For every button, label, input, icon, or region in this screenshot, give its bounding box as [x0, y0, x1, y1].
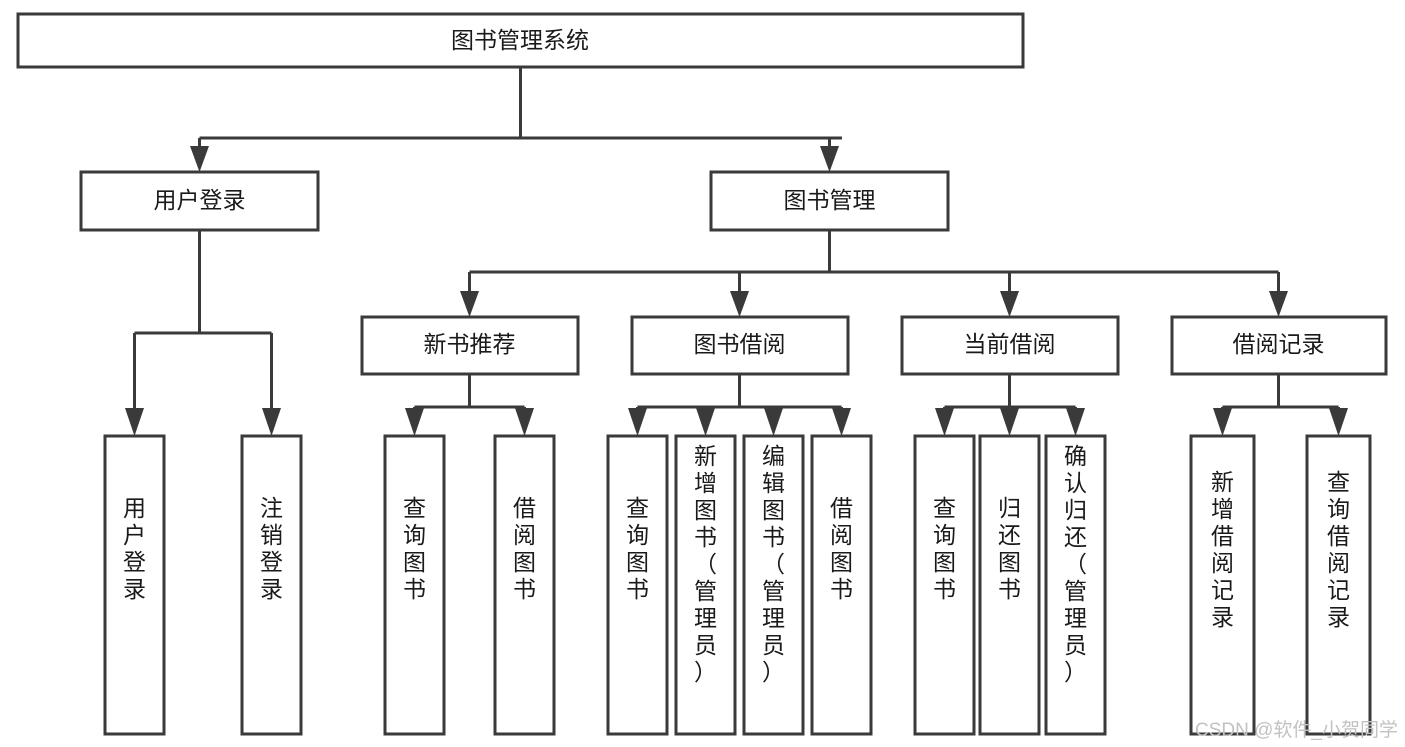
- node-book-manage-box[interactable]: [709, 170, 950, 232]
- arrowhead-new-book-rec: [460, 291, 479, 317]
- node-leaf-borrow-book-2-box[interactable]: [810, 434, 873, 736]
- node-leaf-add-record-box[interactable]: [1189, 434, 1256, 736]
- node-new-book-rec-label: 新书推荐: [424, 331, 516, 357]
- node-leaf-add-record-label: 新增借阅记录: [1211, 469, 1234, 630]
- node-current-borrow-box[interactable]: [900, 315, 1120, 376]
- node-leaf-query-book-1-label: 查询图书: [403, 495, 426, 602]
- node-leaf-return-book-box[interactable]: [978, 434, 1041, 736]
- node-book-manage-label: 图书管理: [784, 187, 876, 213]
- node-leaf-edit-book[interactable]: 编辑图书（管理员）: [742, 434, 805, 736]
- node-leaf-add-book-label: 新增图书（管理员）: [694, 443, 717, 685]
- node-leaf-borrow-book-1[interactable]: 借阅图书: [493, 434, 556, 736]
- node-leaf-add-record[interactable]: 新增借阅记录: [1189, 434, 1256, 736]
- node-leaf-return-book[interactable]: 归还图书: [978, 434, 1041, 736]
- node-leaf-query-book-1[interactable]: 查询图书: [383, 434, 446, 736]
- arrowhead-leaf-add-record: [1213, 408, 1232, 436]
- node-current-borrow-label: 当前借阅: [964, 331, 1056, 357]
- node-current-borrow[interactable]: 当前借阅: [900, 315, 1120, 376]
- node-leaf-borrow-book-1-label: 借阅图书: [513, 495, 536, 602]
- node-leaf-query-book-3[interactable]: 查询图书: [913, 434, 976, 736]
- arrowhead-current-borrow: [1000, 291, 1019, 317]
- node-leaf-add-book-box[interactable]: [674, 434, 737, 736]
- arrowhead-leaf-confirm-return: [1066, 408, 1085, 436]
- node-leaf-query-book-2-label: 查询图书: [626, 495, 649, 602]
- arrowhead-book-manage: [820, 146, 839, 172]
- arrowhead-leaf-borrow-book-1: [515, 408, 534, 436]
- node-leaf-user-login-box[interactable]: [103, 434, 166, 736]
- arrowhead-leaf-edit-book: [764, 408, 783, 436]
- node-leaf-query-record[interactable]: 查询借阅记录: [1305, 434, 1372, 736]
- node-user-login-box[interactable]: [79, 170, 320, 232]
- node-leaf-query-book-3-label: 查询图书: [933, 495, 956, 602]
- node-leaf-edit-book-label: 编辑图书（管理员）: [762, 443, 785, 685]
- arrowhead-leaf-logout: [262, 408, 281, 436]
- node-book-borrow-box[interactable]: [630, 315, 850, 376]
- node-leaf-user-login-label: 用户登录: [123, 495, 146, 602]
- node-leaf-logout-label: 注销登录: [260, 495, 283, 602]
- arrowhead-user-login: [190, 146, 209, 172]
- node-user-login[interactable]: 用户登录: [79, 170, 320, 232]
- node-leaf-add-book[interactable]: 新增图书（管理员）: [674, 434, 737, 736]
- node-leaf-borrow-book-2-label: 借阅图书: [830, 495, 853, 602]
- arrowhead-leaf-add-book: [696, 408, 715, 436]
- node-leaf-user-login[interactable]: 用户登录: [103, 434, 166, 736]
- node-leaf-query-book-2[interactable]: 查询图书: [606, 434, 669, 736]
- watermark: CSDN @软件_小贺同学: [1195, 719, 1398, 741]
- node-book-borrow-label: 图书借阅: [694, 331, 786, 357]
- node-borrow-record-label: 借阅记录: [1233, 331, 1325, 357]
- node-book-borrow[interactable]: 图书借阅: [630, 315, 850, 376]
- node-leaf-logout[interactable]: 注销登录: [240, 434, 303, 736]
- arrowhead-leaf-query-book-2: [628, 408, 647, 436]
- node-book-manage[interactable]: 图书管理: [709, 170, 950, 232]
- arrowhead-leaf-query-book-3: [935, 408, 954, 436]
- node-leaf-logout-box[interactable]: [240, 434, 303, 736]
- node-root[interactable]: 图书管理系统: [16, 12, 1025, 69]
- arrowhead-borrow-record: [1269, 291, 1288, 317]
- arrowhead-leaf-borrow-book-2: [832, 408, 851, 436]
- arrowhead-book-borrow: [730, 291, 749, 317]
- node-leaf-query-book-3-box[interactable]: [913, 434, 976, 736]
- node-user-login-label: 用户登录: [154, 187, 246, 213]
- node-root-label: 图书管理系统: [451, 27, 589, 53]
- arrowhead-leaf-query-record: [1329, 408, 1348, 436]
- node-borrow-record-box[interactable]: [1170, 315, 1388, 376]
- node-leaf-borrow-book-1-box[interactable]: [493, 434, 556, 736]
- node-leaf-borrow-book-2[interactable]: 借阅图书: [810, 434, 873, 736]
- node-new-book-rec[interactable]: 新书推荐: [360, 315, 580, 376]
- node-leaf-edit-book-box[interactable]: [742, 434, 805, 736]
- node-root-box[interactable]: [16, 12, 1025, 69]
- arrowhead-leaf-return-book: [1000, 408, 1019, 436]
- node-borrow-record[interactable]: 借阅记录: [1170, 315, 1388, 376]
- node-leaf-query-book-2-box[interactable]: [606, 434, 669, 736]
- node-leaf-confirm-return-box[interactable]: [1044, 434, 1107, 736]
- arrowhead-leaf-query-book-1: [405, 408, 424, 436]
- node-leaf-return-book-label: 归还图书: [998, 495, 1021, 602]
- node-leaf-query-record-box[interactable]: [1305, 434, 1372, 736]
- connector-layer: [125, 67, 1348, 436]
- arrowhead-leaf-user-login: [125, 408, 144, 436]
- node-leaf-query-book-1-box[interactable]: [383, 434, 446, 736]
- node-leaf-query-record-label: 查询借阅记录: [1327, 469, 1350, 630]
- node-new-book-rec-box[interactable]: [360, 315, 580, 376]
- node-leaf-confirm-return[interactable]: 确认归还（管理员）: [1044, 434, 1107, 736]
- node-leaf-confirm-return-label: 确认归还（管理员）: [1064, 443, 1087, 685]
